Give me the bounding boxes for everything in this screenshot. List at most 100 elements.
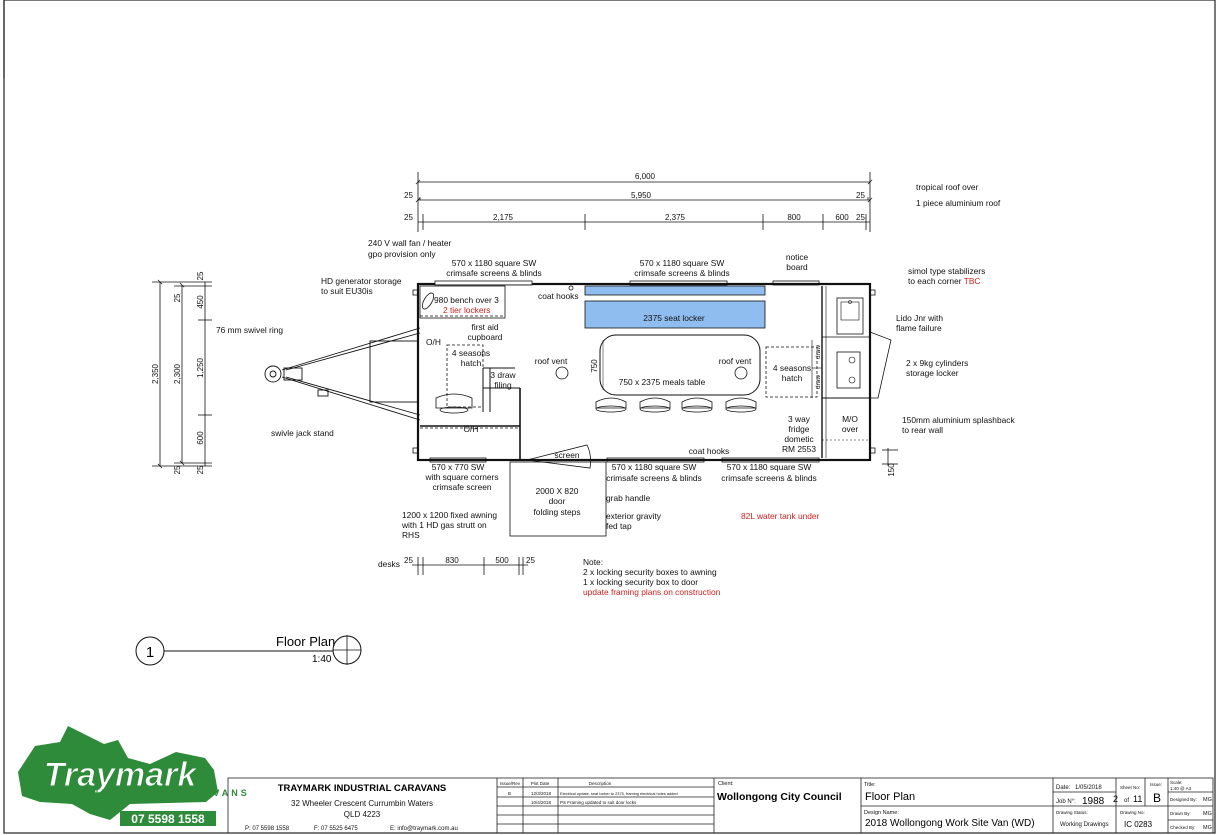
dim-v-25-a: 25 (173, 293, 182, 302)
dim-right-150: 150 (887, 463, 896, 477)
label-win3a: 570 x 770 SW (432, 462, 485, 472)
label-stab2: to each corner TBC (908, 276, 980, 286)
annotations: tropical roof over 1 piece aluminium roo… (216, 182, 1015, 597)
dim-v-600: 600 (196, 431, 205, 445)
label-win2b: crimsafe screens & blinds (634, 268, 729, 278)
title-block (227, 777, 1214, 834)
label-hatch-r2: hatch (782, 373, 803, 383)
label-fridge4: RM 2553 (782, 444, 816, 454)
tb-sheets: 11 (1133, 794, 1142, 804)
label-first-aid1: first aid (472, 322, 499, 332)
tb-rev1: B (508, 791, 511, 796)
note-2: 1 x locking security box to door (583, 577, 698, 587)
label-awning3: RHS (402, 530, 420, 540)
seat-locker (584, 300, 766, 329)
a-frame-drawbar (264, 327, 421, 421)
label-fan1: 240 V wall fan / heater (368, 238, 452, 248)
tb-client: Wollongong City Council (717, 791, 842, 803)
label-fan2: gpo provision only (368, 249, 436, 259)
desks-dimension (412, 557, 528, 575)
plan-scale: 1:40 (312, 654, 332, 665)
plan-number: 1 (146, 644, 154, 661)
tb-company: TRAYMARK INDUSTRIAL CARAVANS (278, 783, 447, 794)
label-oh-lower: O/H (464, 424, 479, 434)
logo-phone: 07 5598 1558 (131, 812, 205, 826)
label-draw-b: draw (815, 375, 822, 389)
logo-name: Traymark (44, 756, 199, 794)
tb-client-label: Client: (718, 781, 734, 787)
label-water-tank: 82L water tank under (741, 511, 820, 521)
dim-seg3: 800 (787, 213, 801, 222)
label-tap1: exterior gravity (606, 511, 662, 521)
label-roof1: tropical roof over (916, 182, 979, 192)
label-roof2: 1 piece aluminium roof (916, 198, 1001, 208)
label-splash2: to rear wall (902, 425, 943, 435)
view-title: 1 Floor Plan 1:40 (135, 634, 362, 666)
tb-job-label: Job N°: (1056, 799, 1076, 805)
dim-seg4: 600 (835, 213, 849, 222)
label-cyl2: storage locker (906, 368, 959, 378)
label-win3c: crimsafe screen (432, 482, 491, 492)
van-body (412, 280, 892, 537)
tb-issue-label: Issue: (1150, 782, 1162, 787)
dim-desk-500: 500 (495, 556, 509, 565)
dim-end-right: 25 (856, 191, 865, 200)
tb-design-name: 2018 Wollongong Work Site Van (WD) (865, 818, 1035, 829)
label-first-aid2: cupboard (468, 332, 503, 342)
note-title: Note: (583, 557, 603, 567)
tb-designed: MG (1203, 797, 1212, 803)
tb-drawn: MG (1203, 811, 1212, 817)
label-tap2: fed tap (606, 521, 632, 531)
tb-design-label: Design Name: (864, 810, 899, 816)
label-mo1: M/O (842, 414, 858, 424)
label-cyl1: 2 x 9kg cylinders (906, 358, 968, 368)
dim-end-right-2: 25 (856, 213, 865, 222)
dim-desk-25b: 25 (526, 556, 535, 565)
label-draw1: 3 draw (490, 370, 516, 380)
dim-v-1250: 1,250 (196, 357, 205, 378)
tb-title: Floor Plan (865, 791, 915, 803)
tb-date-label: Date: (1056, 785, 1071, 791)
dim-end-left-2: 25 (404, 213, 413, 222)
tb-title-label: Title: (864, 782, 876, 788)
label-mo2: over (842, 424, 859, 434)
dim-v-25-top: 25 (196, 271, 205, 280)
label-win5b: crimsafe screens & blinds (721, 473, 816, 483)
tb-rev-h2: Plot Date (531, 781, 550, 786)
label-door1: 2000 X 820 (536, 486, 579, 496)
tb-address1: 32 Wheeler Crescent Currumbin Waters (291, 799, 433, 808)
label-fridge1: 3 way (788, 414, 811, 424)
tb-sheet: 2 (1113, 794, 1118, 804)
label-roof-vent-r: roof vent (719, 356, 752, 366)
tb-rev-h1: Issue/Rev (500, 781, 521, 786)
label-splash1: 150mm aluminium splashback (902, 415, 1015, 425)
tb-sheet-label: Sheet No: (1120, 785, 1140, 790)
label-lockers: 2 tier lockers (443, 305, 490, 315)
label-grab: grab handle (606, 493, 651, 503)
label-hatch-l2: hatch (461, 358, 482, 368)
top-dimensions (415, 172, 873, 232)
label-door3: folding steps (533, 507, 580, 517)
dim-v-450: 450 (196, 295, 205, 309)
tb-drawing-no-label: Drawing No: (1120, 810, 1145, 815)
dim-overall: 6,000 (635, 172, 656, 181)
label-meals-table: 750 x 2375 meals table (619, 377, 706, 387)
dim-desk-830: 830 (445, 556, 459, 565)
label-draw2: filing (494, 380, 512, 390)
label-screen: screen (554, 450, 579, 460)
dim-seg2: 2,375 (665, 213, 686, 222)
label-awning2: with 1 HD gas strutt on (401, 520, 487, 530)
tb-scale: 1:40 @ A3 (1170, 786, 1192, 791)
label-coat-hooks-top: coat hooks (538, 291, 579, 301)
tb-rev2-date: 10/4/2018 (531, 800, 552, 805)
tb-status-label: Drawing Status: (1056, 810, 1088, 815)
tb-email: E: info@traymark.com.au (390, 826, 458, 832)
label-bench: 980 bench over 3 (434, 295, 499, 305)
label-hdgen1: HD generator storage (321, 276, 402, 286)
sheet-border (3, 0, 1216, 834)
right-150-dimension (882, 448, 898, 466)
title-block-text: TRAYMARK INDUSTRIAL CARAVANS 32 Wheeler … (245, 780, 1212, 832)
tb-fax: F: 07 5525 6475 (314, 826, 358, 832)
label-coat-hooks-bot: coat hooks (689, 446, 730, 456)
